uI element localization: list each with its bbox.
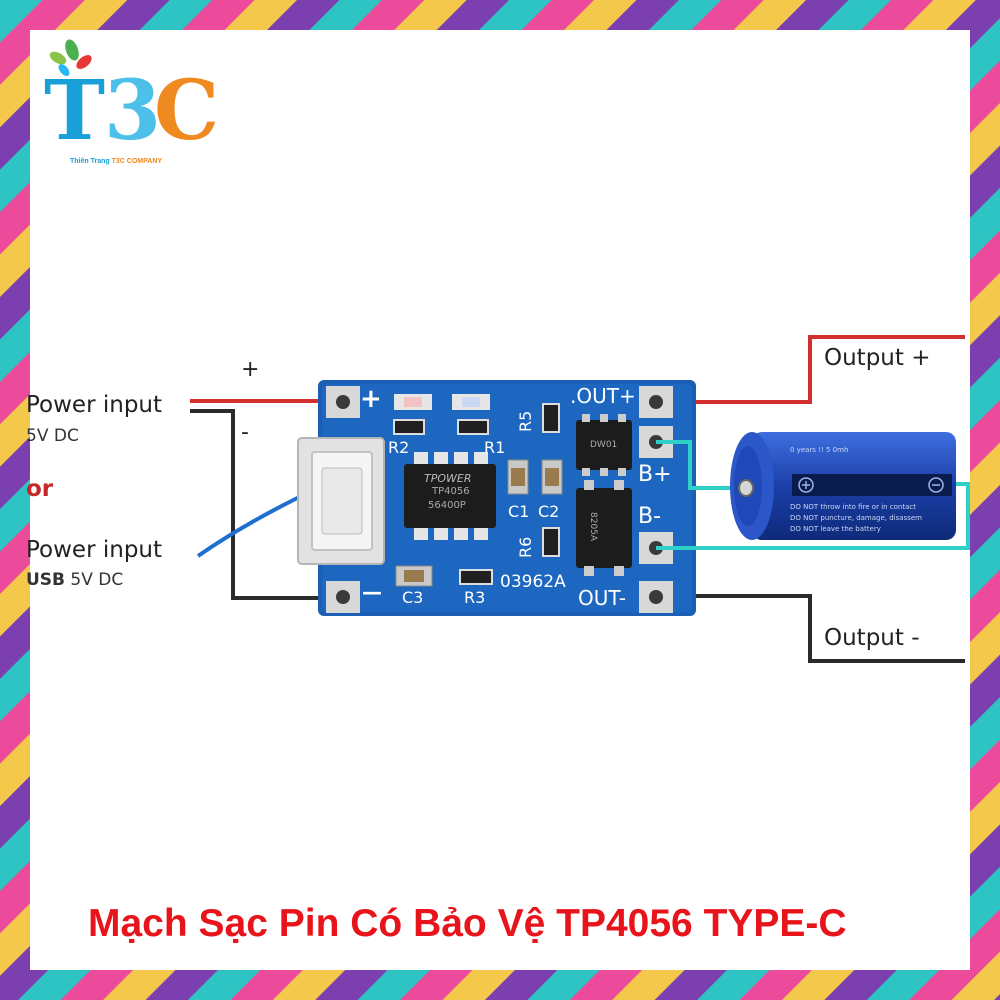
component-label-r3: R3: [464, 588, 486, 607]
input-plus-sign: +: [241, 357, 260, 382]
component-label-r2: R2: [388, 438, 410, 457]
logo-tagline-brand: T3C COMPANY: [111, 158, 163, 165]
logo-tagline-prefix: Thiên Trang: [70, 158, 112, 165]
power-input-dc-title: Power input: [26, 392, 163, 418]
mosfet-chip: [576, 480, 632, 576]
resistor-r2: [393, 419, 425, 435]
mosfet-code-text: 8205A: [588, 512, 598, 542]
input-negative-wire: [190, 409, 343, 600]
chip-code-text: 56400P: [428, 500, 466, 511]
battery-positive-wire: [656, 440, 745, 490]
component-label-c1: C1: [508, 502, 530, 521]
component-label-r1: R1: [484, 438, 506, 457]
dw01-code-text: DW01: [590, 440, 618, 450]
resistor-r3: [459, 569, 493, 585]
battery-text-3: DO NOT puncture, damage, disassem: [790, 514, 922, 522]
tp4056-chip: [404, 452, 496, 540]
logo-tagline: Thiên Trang T3C COMPANY: [70, 158, 162, 165]
board-b-plus-label: B+: [638, 462, 672, 487]
usb-port: [297, 437, 385, 565]
battery-text-4: DO NOT leave the battery: [790, 525, 881, 533]
board-out-plus-label: .OUT+: [570, 384, 636, 408]
board-b-minus-label: B-: [638, 504, 662, 529]
logo-letter-3: 3: [104, 63, 162, 159]
output-positive-wire: [656, 335, 965, 404]
component-label-c3: C3: [402, 588, 424, 607]
pad-out-plus: [639, 386, 673, 418]
power-input-usb-subtitle: USB 5V DC: [26, 570, 123, 590]
pad-out-minus: [639, 581, 673, 613]
usb-label: USB: [26, 570, 66, 590]
battery-text-2: DO NOT throw into fire or in contact: [790, 503, 916, 511]
battery-text-1: 0 years !! 5 0mh: [790, 446, 849, 454]
logo-letter-c: C: [154, 63, 220, 159]
tp4056-board: [297, 380, 696, 616]
product-title: Mạch Sạc Pin Có Bảo Vệ TP4056 TYPE-C: [88, 902, 847, 945]
component-label-r6: R6: [516, 536, 535, 558]
power-input-dc-subtitle: 5V DC: [26, 426, 79, 446]
resistor-r5: [542, 403, 560, 433]
resistor-r6: [542, 527, 560, 557]
or-label: or: [26, 476, 54, 502]
resistor-r1: [457, 419, 489, 435]
component-label-c2: C2: [538, 502, 560, 521]
output-plus-label: Output +: [824, 345, 931, 371]
input-minus-sign: -: [241, 420, 249, 445]
battery: [730, 432, 956, 540]
battery-negative-wire: [656, 482, 970, 550]
output-negative-wire: [656, 594, 965, 663]
dw01-chip: [576, 414, 632, 476]
logo-letter-t: T: [44, 63, 106, 159]
pad-input-plus: [326, 386, 360, 418]
board-code-text: 03962A: [500, 572, 566, 592]
component-label-r5: R5: [516, 410, 535, 432]
board-pad-minus-label: —: [362, 580, 382, 604]
board-pad-plus-label: +: [360, 384, 382, 414]
output-minus-label: Output -: [824, 625, 920, 651]
board-out-minus-label: OUT-: [578, 586, 626, 610]
chip-brand-text: TPOWER: [424, 472, 472, 485]
pad-input-minus: [326, 581, 360, 613]
power-input-usb-title: Power input: [26, 537, 163, 563]
chip-model-text: TP4056: [432, 486, 470, 497]
usb-voltage: 5V DC: [65, 570, 124, 590]
